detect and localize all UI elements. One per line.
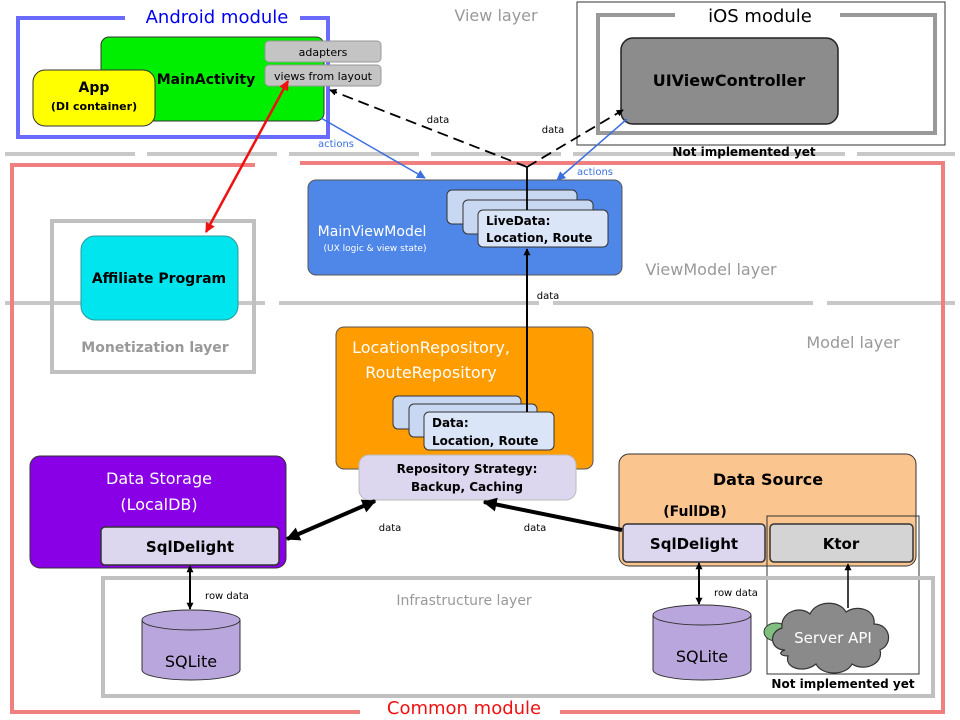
main-view-model-sublabel: (UX logic & view state) bbox=[324, 244, 427, 254]
data-vm-to-activity-arrow bbox=[329, 89, 528, 168]
infrastructure-layer-label: Infrastructure layer bbox=[396, 593, 532, 609]
ui-view-controller-label: UIViewController bbox=[653, 71, 806, 90]
live-data-line1: LiveData: bbox=[486, 214, 550, 228]
data-storage-label: data bbox=[379, 523, 402, 534]
ios-not-implemented-label: Not implemented yet bbox=[672, 145, 815, 159]
monetization-frame bbox=[50, 219, 256, 374]
data-repo-to-vm-label: data bbox=[537, 291, 560, 302]
monetization-layer-label: Monetization layer bbox=[81, 340, 228, 356]
actions-android-arrow bbox=[320, 117, 426, 179]
data-vm-to-ios-arrow bbox=[526, 109, 624, 168]
actions-ios-arrow bbox=[556, 118, 628, 181]
adapters-box bbox=[264, 40, 382, 63]
data-source-label: Data Source bbox=[713, 470, 823, 489]
android-module-label: Android module bbox=[146, 7, 289, 28]
sqlite-right-label: SQLite bbox=[676, 647, 728, 666]
viewmodel-layer-label: ViewModel layer bbox=[645, 260, 777, 279]
red-link-arrow bbox=[204, 80, 290, 233]
main-activity-label: MainActivity bbox=[157, 72, 256, 88]
repo-data-card bbox=[423, 411, 555, 451]
android-module-frame bbox=[16, 16, 330, 139]
view-layer-label: View layer bbox=[454, 6, 538, 25]
adapters-label: adapters bbox=[299, 46, 348, 59]
main-view-model-label: MainViewModel bbox=[318, 224, 427, 240]
ui-view-controller-box bbox=[620, 37, 839, 125]
data-vm-to-activity-label: data bbox=[427, 115, 450, 126]
data-source-arrow bbox=[482, 497, 623, 532]
sqldelight-right-box bbox=[622, 523, 766, 563]
data-storage-arrow bbox=[285, 499, 377, 541]
ios-module-frame bbox=[596, 13, 937, 135]
sqldelight-right-label: SqlDelight bbox=[650, 535, 738, 553]
ios-module-outer bbox=[576, 1, 946, 146]
repository-line1: LocationRepository, bbox=[352, 338, 510, 357]
sqldelight-left-label: SqlDelight bbox=[146, 538, 234, 556]
repository-strategy-box bbox=[358, 454, 577, 501]
full-db-label: (FullDB) bbox=[663, 504, 727, 520]
live-data-card bbox=[477, 209, 609, 248]
actions-ios-label: actions bbox=[577, 167, 613, 178]
repository-line2: RouteRepository bbox=[365, 363, 497, 382]
common-module-frame bbox=[10, 161, 945, 714]
sqlite-left-cylinder bbox=[141, 609, 241, 681]
sqlite-right-cylinder bbox=[652, 604, 752, 681]
ios-module-label: iOS module bbox=[708, 6, 812, 27]
live-data-line2: Location, Route bbox=[486, 231, 592, 245]
server-not-implemented-label: Not implemented yet bbox=[771, 677, 914, 691]
views-from-layout-box bbox=[264, 64, 382, 87]
model-layer-label: Model layer bbox=[806, 333, 900, 352]
server-api-label: Server API bbox=[794, 629, 872, 647]
app-title: App bbox=[79, 80, 110, 96]
ktor-label: Ktor bbox=[823, 535, 860, 553]
affiliate-program-label: Affiliate Program bbox=[92, 271, 226, 287]
common-module-label: Common module bbox=[387, 698, 541, 719]
repo-data-line2: Location, Route bbox=[432, 434, 538, 448]
data-storage-line1: Data Storage bbox=[106, 469, 212, 488]
repository-strategy-line1: Repository Strategy: bbox=[397, 462, 538, 476]
row-data-right-label: row data bbox=[714, 588, 758, 599]
sqlite-left-label: SQLite bbox=[165, 652, 217, 671]
data-source-label-edge: data bbox=[524, 523, 547, 534]
data-vm-to-ios-label: data bbox=[542, 125, 565, 136]
sqldelight-left-box bbox=[100, 526, 280, 566]
actions-android-label: actions bbox=[318, 139, 354, 150]
app-box bbox=[32, 69, 156, 127]
ktor-box bbox=[769, 523, 914, 563]
repo-data-line1: Data: bbox=[432, 416, 469, 430]
affiliate-program-box bbox=[80, 235, 239, 321]
infrastructure-frame bbox=[101, 576, 935, 698]
row-data-left-label: row data bbox=[205, 591, 249, 602]
app-subtitle: (DI container) bbox=[51, 100, 137, 113]
views-from-layout-label: views from layout bbox=[274, 70, 373, 83]
server-region-frame bbox=[766, 515, 920, 675]
data-storage-line2: (LocalDB) bbox=[120, 495, 197, 514]
repository-strategy-line2: Backup, Caching bbox=[411, 480, 523, 494]
server-api-cloud bbox=[763, 602, 890, 674]
